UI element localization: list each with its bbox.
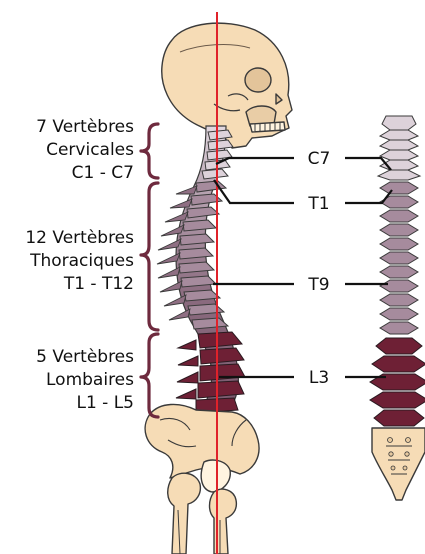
brace-lumbar [141,334,158,417]
brace-thoracic [141,183,158,330]
marker-label-t9: T9 [307,275,329,295]
skull-image [162,23,292,148]
region-lumbar-line-1: 5 Vertèbres [36,347,134,367]
frontal-spine [370,116,425,500]
region-thoracic-line-2: Thoraciques [29,251,134,271]
leader-line-t1 [214,180,392,203]
marker-label-t1: T1 [307,194,329,214]
marker-label-l3: L3 [309,368,329,388]
region-label-thoracic: 12 Vertèbres Thoraciques T1 - T12 [25,228,134,294]
pelvis-image [145,404,259,554]
leader-line-c7 [216,158,391,170]
marker-label-c7: C7 [308,149,331,169]
region-cervical-line-2: Cervicales [46,140,134,160]
region-lumbar-line-2: Lombaires [46,370,134,390]
region-thoracic-line-3: T1 - T12 [63,274,134,294]
lateral-spine [157,126,245,414]
region-lumbar-line-3: L1 - L5 [76,393,134,413]
region-label-cervical: 7 Vertèbres Cervicales C1 - C7 [36,117,134,183]
region-cervical-line-3: C1 - C7 [72,163,134,183]
region-thoracic-line-1: 12 Vertèbres [25,228,134,248]
region-cervical-line-1: 7 Vertèbres [36,117,134,137]
region-label-lumbar: 5 Vertèbres Lombaires L1 - L5 [36,347,134,413]
brace-cervical [141,124,158,178]
